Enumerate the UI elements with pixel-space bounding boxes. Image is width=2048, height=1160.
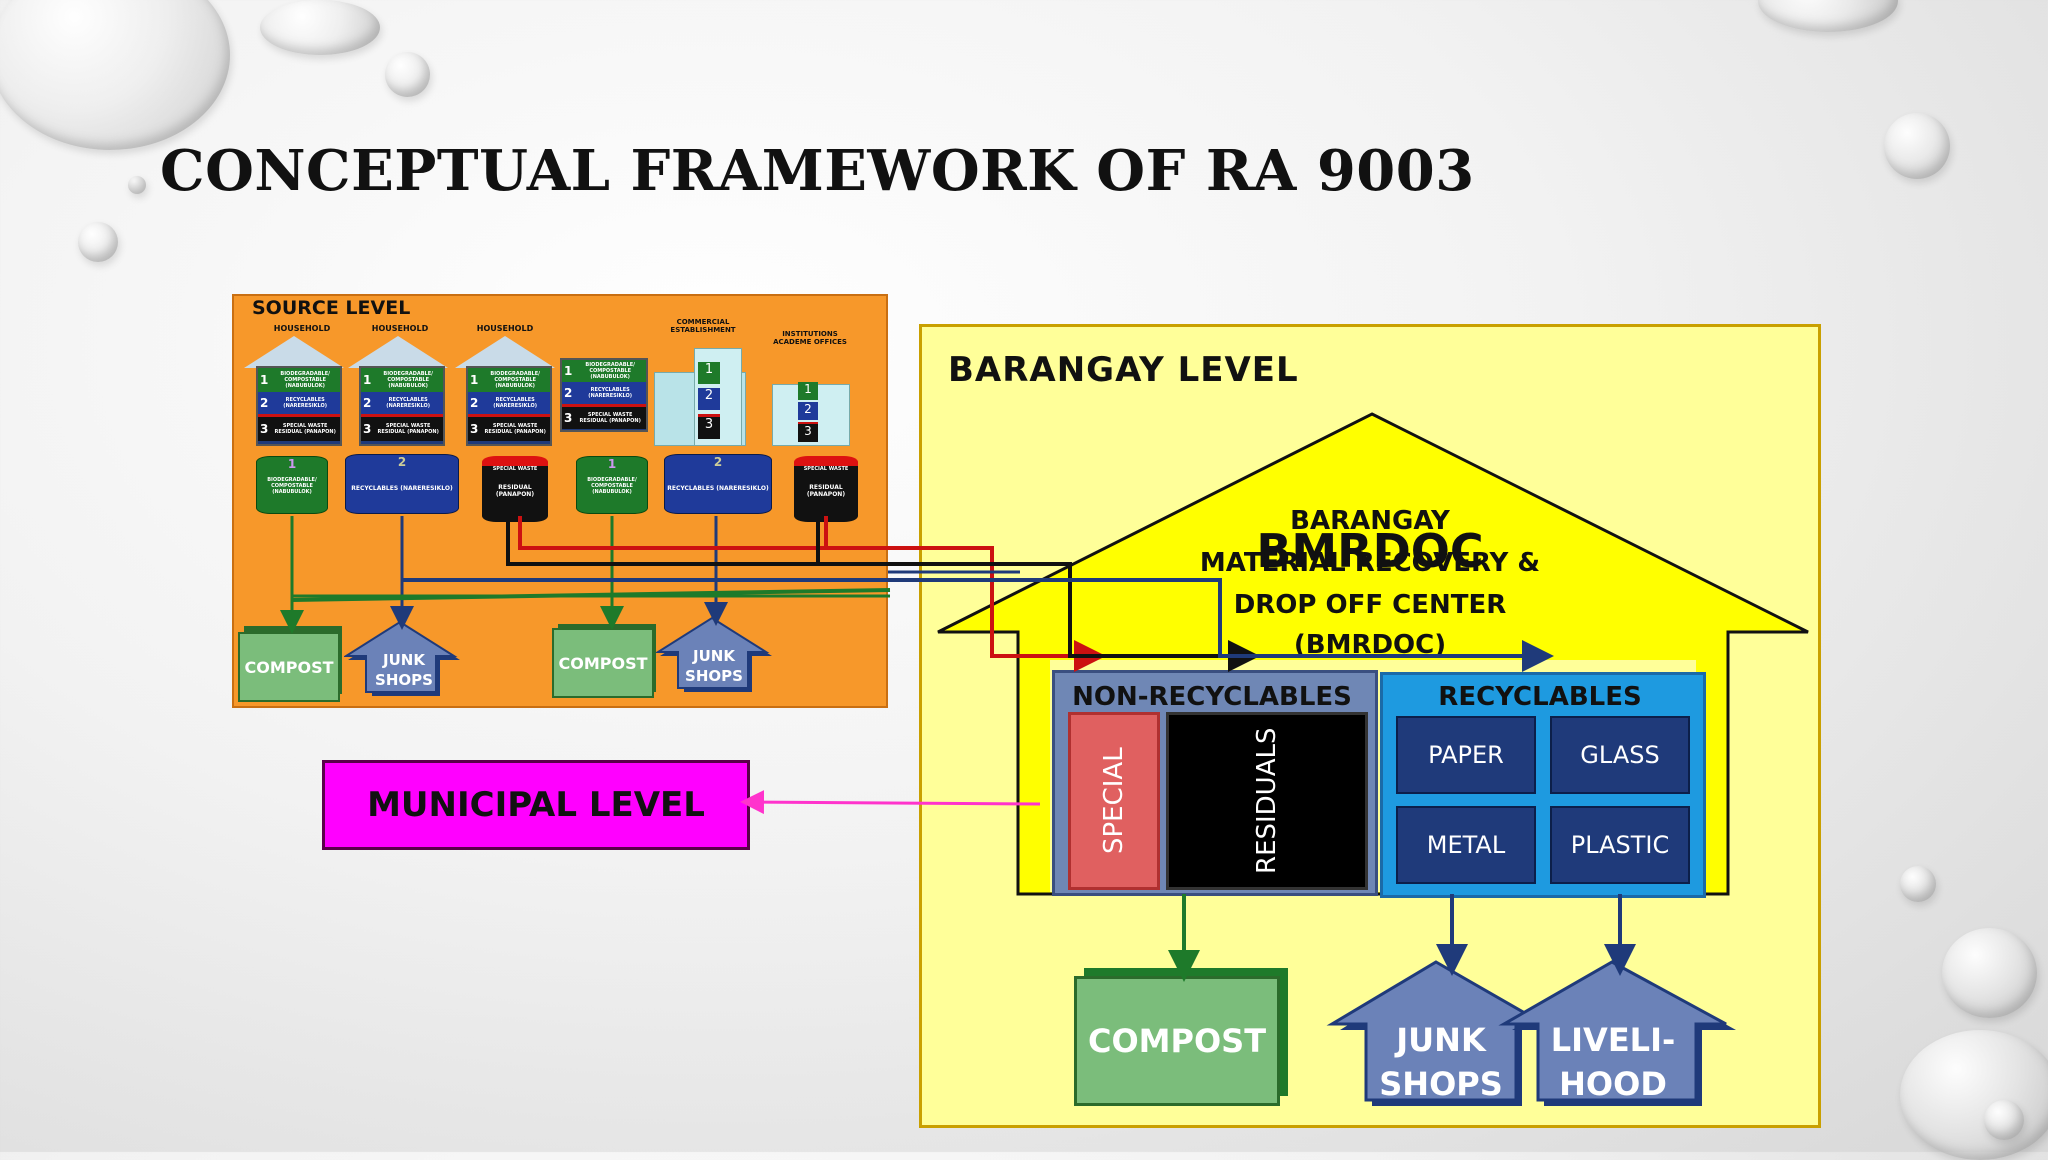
municipal-level-box: MUNICIPAL LEVEL [322, 760, 750, 850]
institution-bins: 1 2 3 [798, 382, 818, 444]
plastic-bin: PLASTIC [1550, 806, 1690, 884]
recyclables-label: RECYCLABLES [1438, 682, 1642, 712]
recyclables-container: 2 RECYCLABLES (NARERESIKLO) [664, 454, 772, 514]
bin-number: 2 [698, 388, 720, 410]
water-drop-decoration [260, 0, 380, 55]
water-drop-decoration [1884, 113, 1950, 179]
bmrdoc-line4: (BMRDOC) [1293, 630, 1447, 660]
residual-container: SPECIAL WASTE RESIDUAL (PANAPON) [794, 456, 858, 522]
household-label: HOUSEHOLD [476, 324, 534, 333]
bin-number: 3 [698, 414, 720, 439]
page-title: CONCEPTUAL FRAMEWORK OF RA 9003 [160, 138, 1475, 204]
household-roof [455, 336, 555, 368]
residual-container: SPECIAL WASTE RESIDUAL (PANAPON) [482, 456, 548, 522]
water-drop-decoration [385, 52, 430, 97]
junk-shop-icon [1326, 960, 1554, 1106]
glass-bin: GLASS [1550, 716, 1690, 794]
special-bin: SPECIAL [1068, 712, 1160, 890]
bin-number: 2 [798, 402, 818, 420]
livelihood-icon [1498, 960, 1736, 1106]
biodegradable-container: 1 BIODEGRADABLE/ COMPOSTABLE (NABUBULOK) [576, 456, 648, 514]
biodegradable-container: 1 BIODEGRADABLE/ COMPOSTABLE (NABUBULOK) [256, 456, 328, 514]
non-recyclables-label: NON-RECYCLABLES [1072, 682, 1352, 712]
bmrdoc-overlap-text: BMRDOC [1256, 524, 1484, 578]
water-drop-decoration [1900, 1030, 2048, 1160]
residuals-bin: RESIDUALS [1166, 712, 1368, 890]
source-level-label: SOURCE LEVEL [252, 297, 411, 319]
metal-bin: METAL [1396, 806, 1536, 884]
bmrdoc-line2: MATERIAL RECOVERY & [1199, 548, 1541, 578]
water-drop-decoration [1900, 866, 1936, 902]
institutions-label: INSTITUTIONS ACADEME OFFICES [773, 330, 847, 346]
household-roof [244, 336, 344, 368]
paper-bin: PAPER [1396, 716, 1536, 794]
commercial-label: COMMERCIAL ESTABLISHMENT [670, 318, 736, 334]
bmrdoc-line3: DROP OFF CENTER [1233, 590, 1507, 620]
barangay-level-label: BARANGAY LEVEL [948, 350, 1299, 390]
bmrdoc-line1: BARANGAY [1290, 506, 1450, 536]
water-drop-decoration [78, 222, 118, 262]
compost-box: COMPOST [238, 632, 340, 702]
recyclables-container: 2 RECYCLABLES (NARERESIKLO) [345, 454, 459, 514]
household-label: HOUSEHOLD [273, 324, 331, 333]
water-drop-decoration [1984, 1100, 2024, 1140]
household-roof [348, 336, 448, 368]
compost-box: COMPOST [1074, 976, 1280, 1106]
water-drop-decoration [1942, 928, 2037, 1018]
bin-number: 1 [698, 362, 720, 384]
water-drop-decoration [128, 176, 146, 194]
livelihood-label: LIVELI-HOOD [1550, 1021, 1676, 1103]
household-label: HOUSEHOLD [371, 324, 429, 333]
bin-number: 3 [798, 422, 818, 442]
commercial-bins: 1 2 3 [698, 362, 720, 440]
bin-number: 1 [798, 382, 818, 400]
